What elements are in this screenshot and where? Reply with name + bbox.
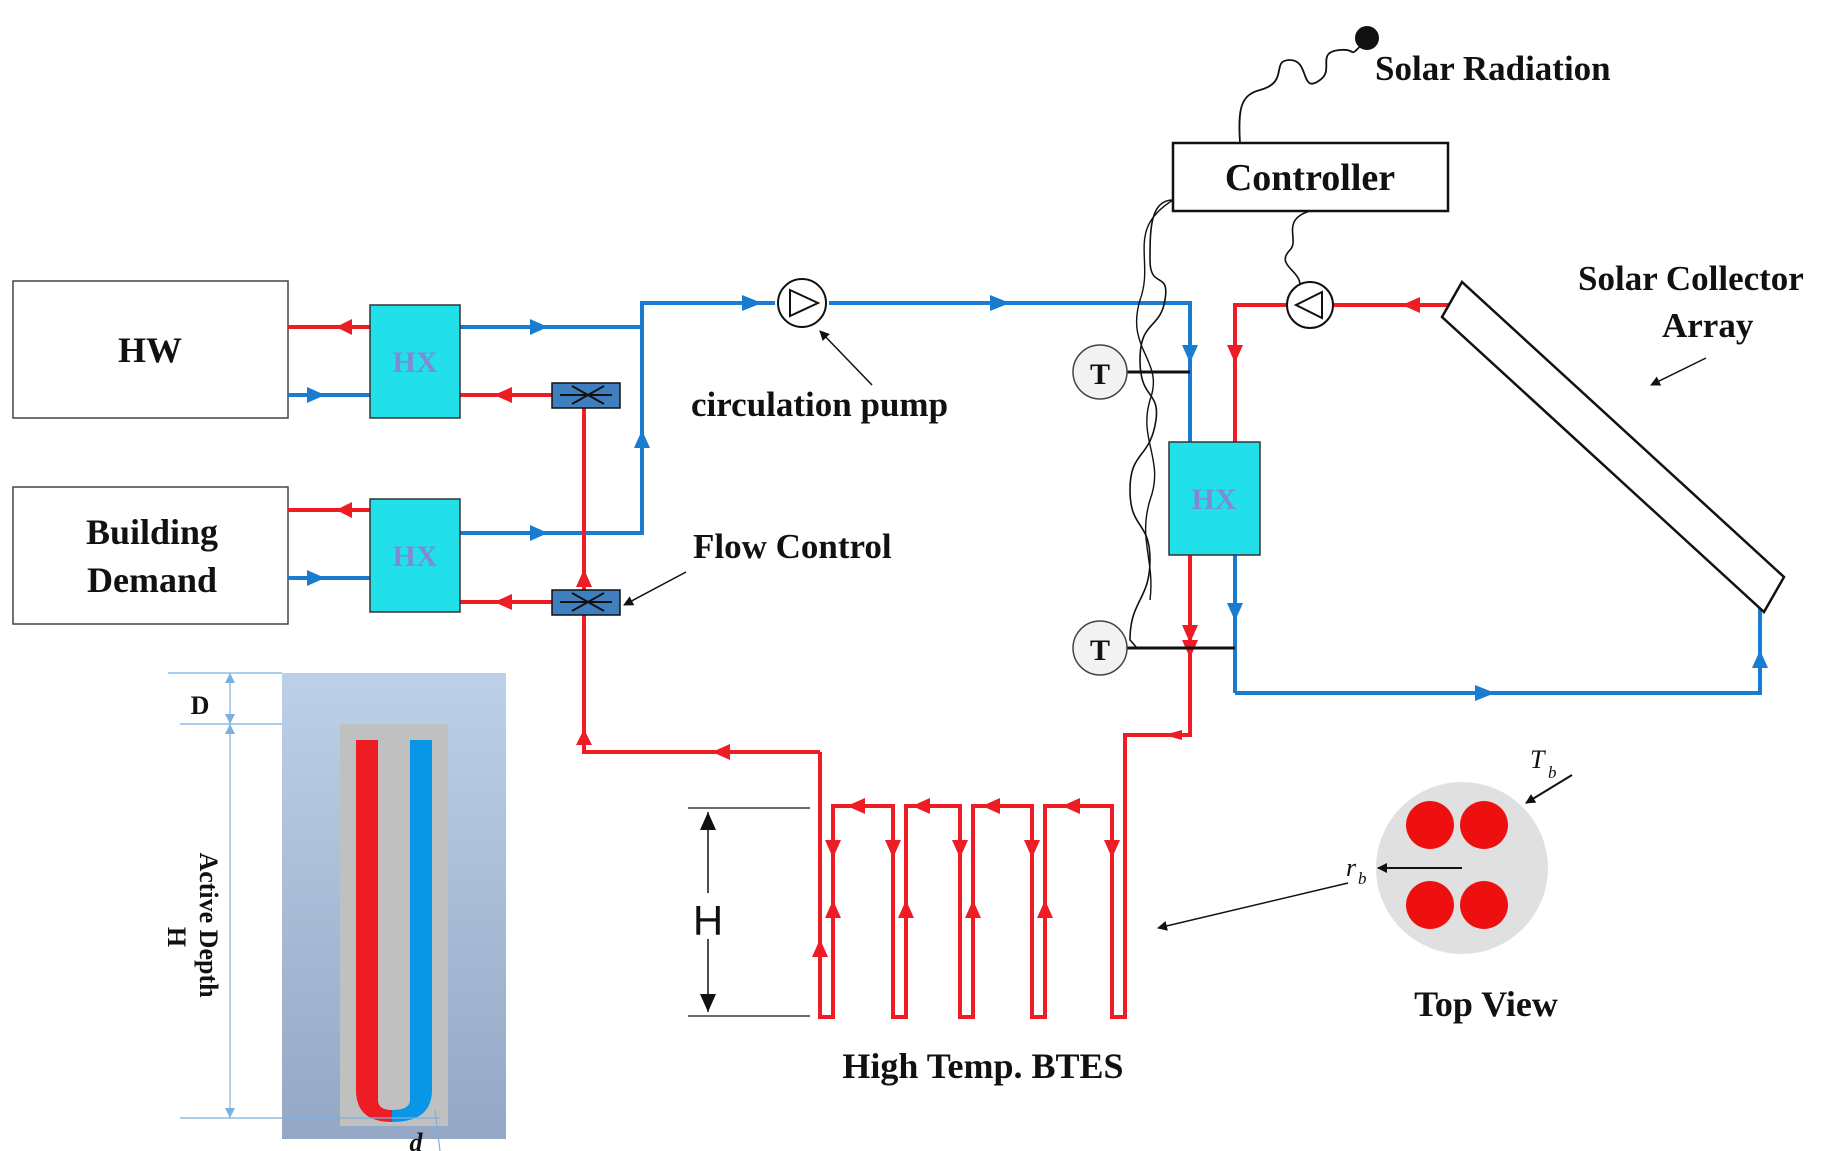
arrow-solar-up xyxy=(1752,650,1768,668)
tb-subscript: b xyxy=(1548,763,1557,782)
temp-sensor-top: T xyxy=(1072,344,1190,400)
btes-label: High Temp. BTES xyxy=(842,1046,1123,1086)
arrow-solar-return xyxy=(1475,685,1495,701)
d-lower-label: d xyxy=(410,1128,424,1151)
arrow-down-to-hx xyxy=(1182,345,1198,363)
temp-sensor-bottom-label: T xyxy=(1090,634,1110,667)
flow-control-label: Flow Control xyxy=(693,527,892,566)
circulation-pump[interactable] xyxy=(777,278,827,328)
building-demand-label-line1: Building xyxy=(86,512,218,552)
active-depth-h-label: H xyxy=(162,927,191,947)
cold-main-to-hx xyxy=(829,301,1192,450)
temp-sensor-bottom: T xyxy=(1072,620,1235,676)
top-view-label: Top View xyxy=(1414,984,1558,1024)
controller-wire-pump xyxy=(1284,210,1311,286)
flow-control-valve-hw[interactable] xyxy=(551,382,621,409)
left-flow-arrows xyxy=(307,295,1198,760)
hw-load-box: HW xyxy=(12,280,289,419)
arrow-cold-up xyxy=(634,430,650,448)
arrow-hot-bd xyxy=(494,594,512,610)
arrow-hw-supply xyxy=(336,319,352,335)
building-demand-box: Building Demand xyxy=(12,486,289,625)
arrow-hot-down-hx xyxy=(1182,625,1198,643)
hx-hw: HX xyxy=(369,304,461,419)
left-piping xyxy=(288,301,1192,754)
flow-control-pointer xyxy=(623,571,687,606)
d-upper-label: D xyxy=(191,691,210,720)
arrow-bd-supply xyxy=(336,502,352,518)
cold-manifold-top xyxy=(460,301,775,329)
tb-label: T xyxy=(1530,745,1546,774)
rb-label: r xyxy=(1346,853,1357,882)
arrow-main xyxy=(990,295,1010,311)
hw-label: HW xyxy=(118,330,182,370)
borehole-section: D Active Depth H d xyxy=(162,672,506,1151)
solar-radiation-label: Solar Radiation xyxy=(1375,49,1611,88)
hx-solar: HX xyxy=(1168,441,1261,556)
arrow-cold-bd xyxy=(530,525,548,541)
radiation-sensor-wire xyxy=(1238,37,1369,144)
hx-solar-label: HX xyxy=(1192,483,1237,516)
active-depth-label: Active Depth xyxy=(194,852,223,998)
hx-building: HX xyxy=(369,498,461,613)
hot-riser xyxy=(582,395,820,754)
arrow-cold-hw xyxy=(530,319,548,335)
right-flow-arrows xyxy=(1164,297,1768,740)
solar-pump[interactable] xyxy=(1286,281,1334,329)
btes-field xyxy=(818,752,1127,1019)
controller-label: Controller xyxy=(1225,157,1395,199)
cold-manifold-vertical xyxy=(460,327,644,535)
btes-depth-label: H xyxy=(693,897,723,944)
arrow-hot-up1 xyxy=(576,569,592,587)
controller-wire-right xyxy=(1135,199,1174,601)
controller-box: Controller xyxy=(1171,141,1450,213)
arrow-solar-hot xyxy=(1402,297,1420,313)
solar-collector-label-line2: Array xyxy=(1662,306,1754,345)
btes-supply-pipe xyxy=(1123,555,1192,805)
collector-pointer xyxy=(1650,357,1707,386)
arrow-hw-return xyxy=(307,387,325,403)
arrow-solar-cold-down xyxy=(1227,603,1243,621)
flow-control-valve-bd[interactable] xyxy=(551,589,621,616)
arrow-solar-down xyxy=(1227,345,1243,363)
solar-hot-pipe xyxy=(1233,303,1459,442)
btes-pointer xyxy=(1157,882,1349,931)
radiation-sensor-icon xyxy=(1355,26,1379,50)
solar-cold-return xyxy=(1235,595,1762,695)
arrow-hot-up2 xyxy=(576,729,592,745)
solar-collector-label-line1: Solar Collector xyxy=(1578,259,1804,298)
rb-subscript: b xyxy=(1358,869,1367,888)
hx-building-label: HX xyxy=(393,540,438,573)
btes-depth-dimension: H xyxy=(688,807,810,1017)
arrow-to-pump xyxy=(742,295,762,311)
arrow-bd-return xyxy=(307,570,325,586)
temp-sensor-top-label: T xyxy=(1090,358,1110,391)
pump-pointer xyxy=(819,330,873,386)
btes-arrows xyxy=(812,798,1120,957)
arrow-hot-hw xyxy=(494,387,512,403)
hx-hw-label: HX xyxy=(393,346,438,379)
controller-wire-left xyxy=(1129,199,1174,649)
top-view: T b r b Top View xyxy=(1346,745,1573,1024)
arrow-btes-left xyxy=(1164,730,1182,740)
arrow-hot-left xyxy=(712,744,730,760)
building-demand-label-line2: Demand xyxy=(87,560,217,600)
solar-collector-array xyxy=(1440,280,1786,614)
circulation-pump-label: circulation pump xyxy=(691,385,948,424)
